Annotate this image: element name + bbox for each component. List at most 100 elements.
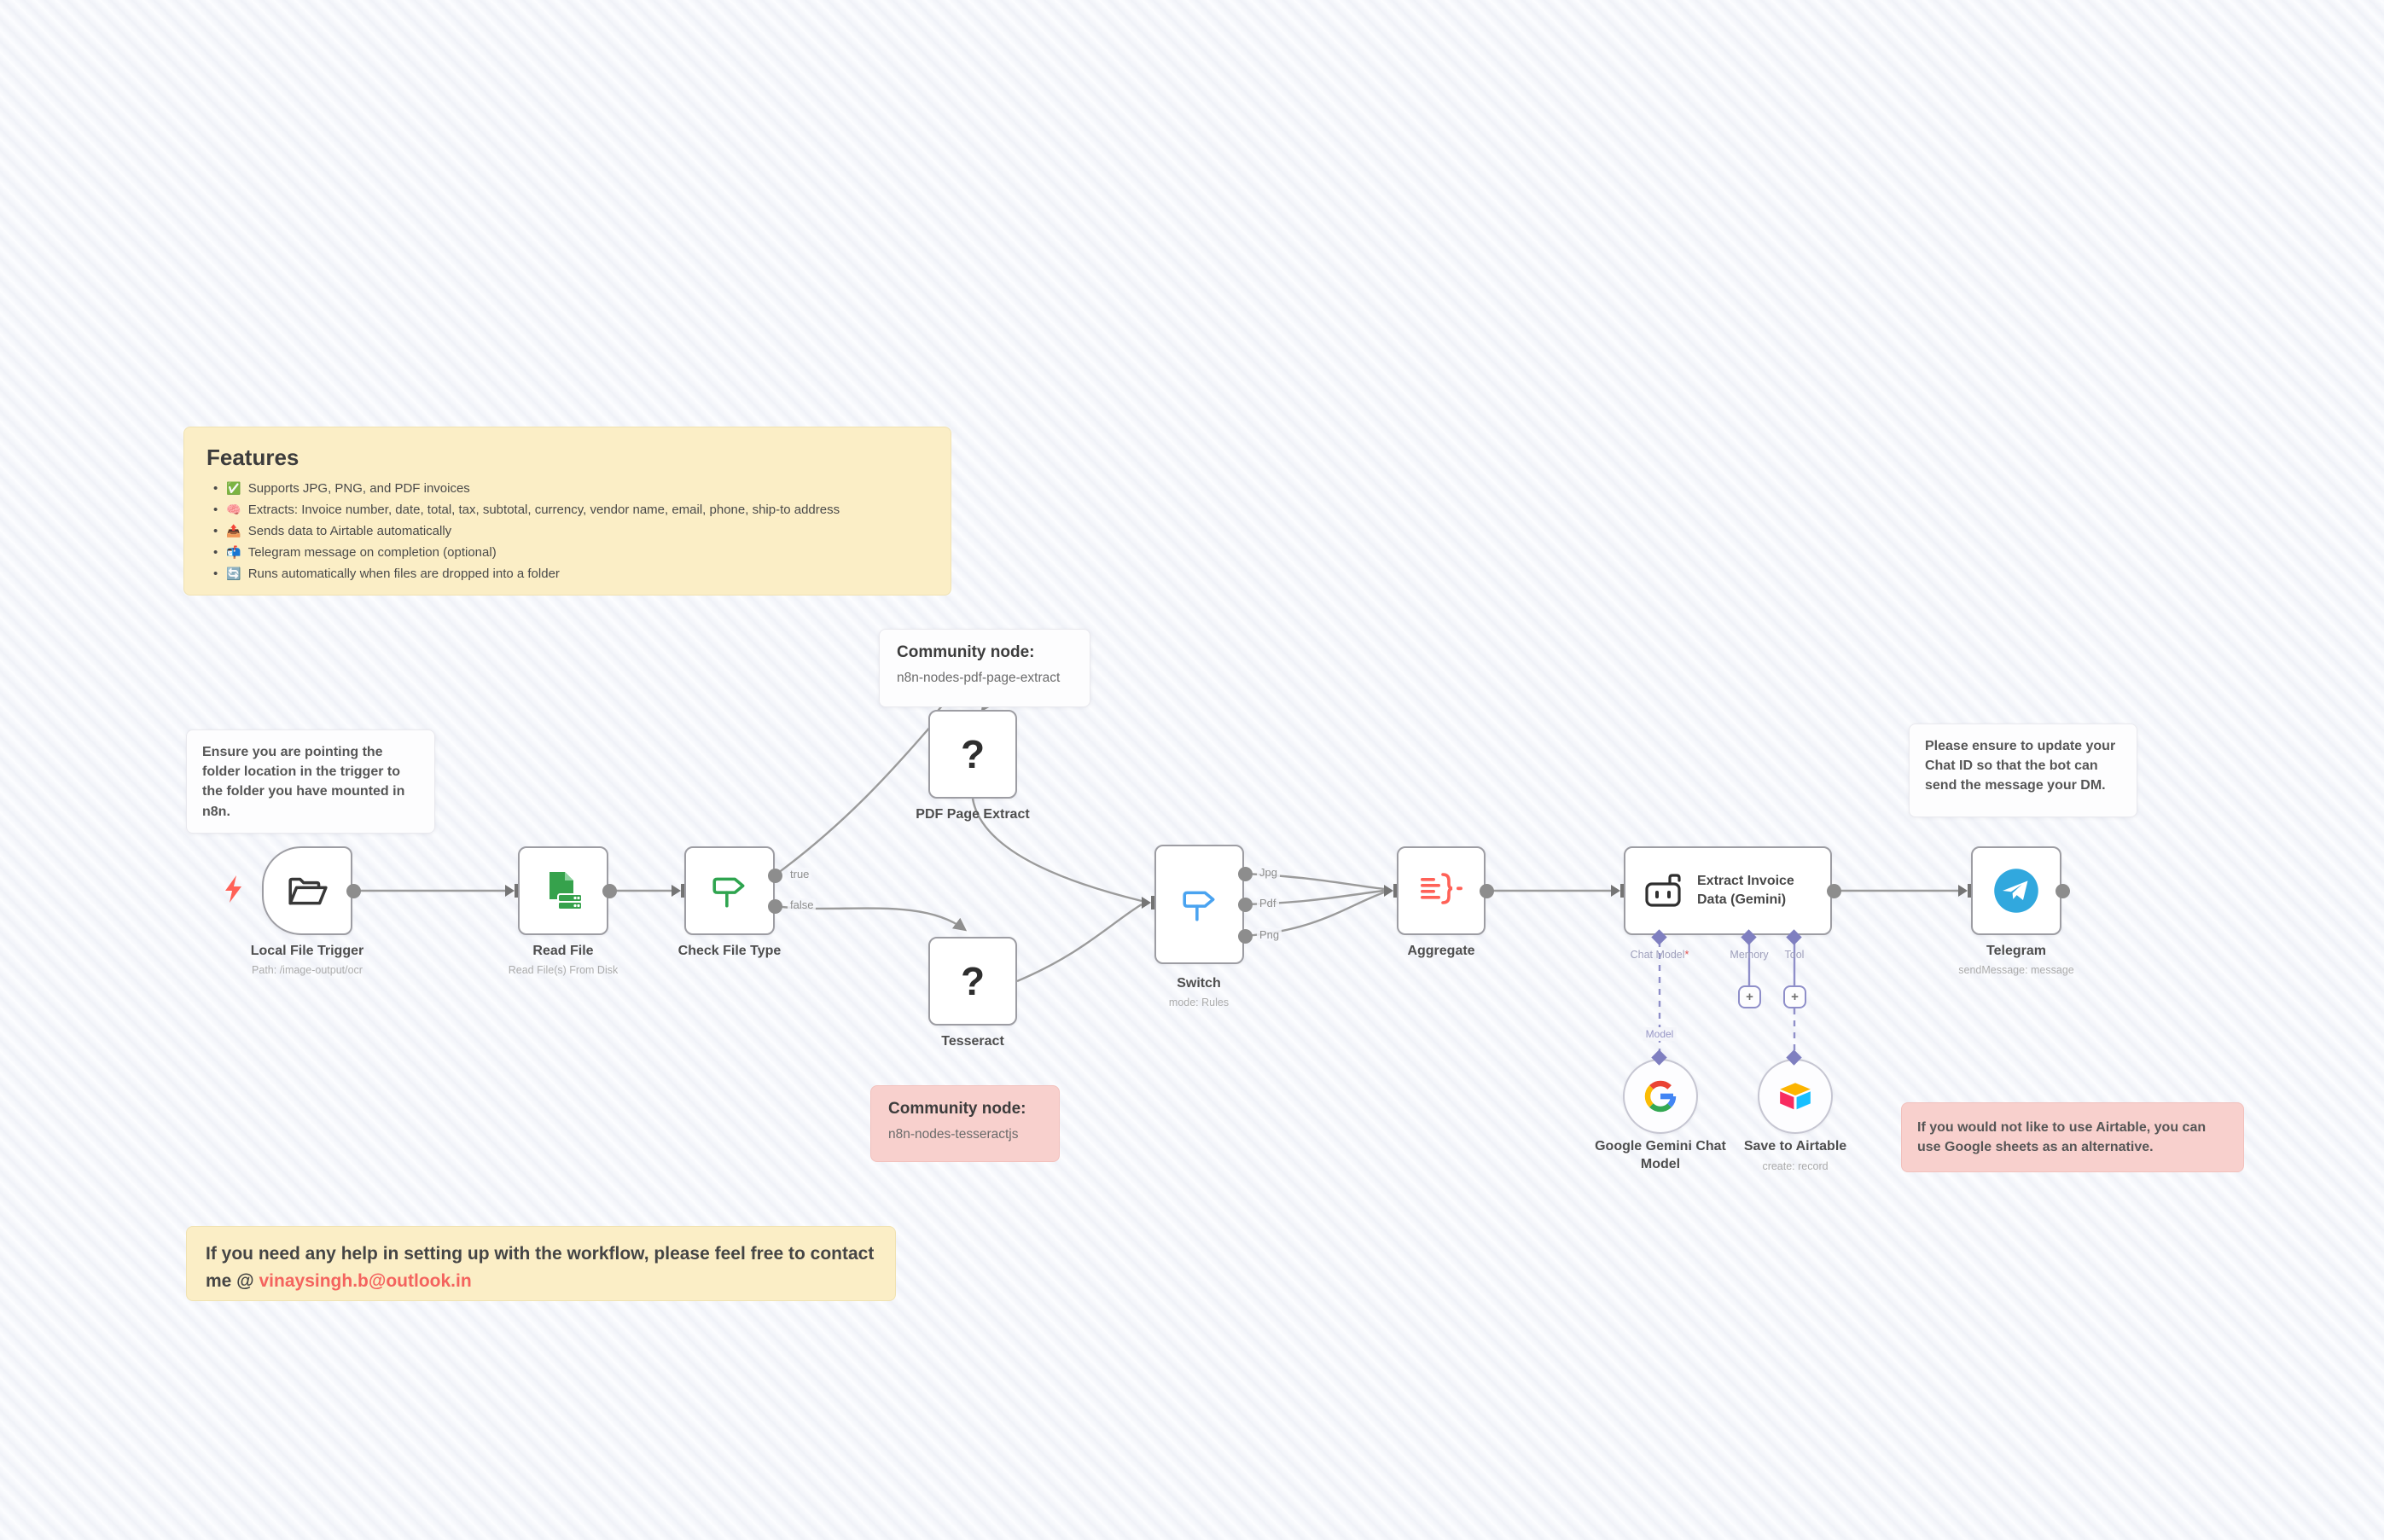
community-pdf-package: n8n-nodes-pdf-page-extract bbox=[897, 671, 1061, 685]
check-mark-icon: ✅ bbox=[226, 481, 241, 495]
feature-item: ✅ Supports JPG, PNG, and PDF invoices bbox=[213, 481, 928, 496]
node-tesseract[interactable]: ? bbox=[928, 937, 1017, 1026]
input-checktype bbox=[672, 884, 684, 898]
community-pdf-title: Community node: bbox=[897, 643, 1035, 661]
tool-port-label: Tool bbox=[1784, 949, 1805, 961]
output-port-switch-png[interactable] bbox=[1238, 929, 1253, 944]
telegram-icon bbox=[1994, 869, 2038, 913]
node-label-pdf-page-extract: PDF Page Extract bbox=[916, 807, 1030, 822]
airtable-alternative-note[interactable]: If you would not like to use Airtable, y… bbox=[1901, 1102, 2244, 1172]
output-port-read-file[interactable] bbox=[602, 884, 617, 898]
features-note[interactable]: Features ✅ Supports JPG, PNG, and PDF inv… bbox=[183, 427, 951, 596]
file-disk-icon bbox=[549, 872, 583, 910]
node-label-read-file: Read File bbox=[532, 944, 594, 958]
model-wire-label: Model bbox=[1643, 1027, 1677, 1041]
question-mark-icon: ? bbox=[960, 959, 986, 1003]
input-switch bbox=[1142, 896, 1154, 909]
community-pdf-note[interactable]: Community node: n8n-nodes-pdf-page-extra… bbox=[879, 629, 1090, 707]
node-aggregate[interactable] bbox=[1397, 846, 1486, 935]
google-g-icon bbox=[1644, 1080, 1677, 1113]
node-sublabel-local-file-trigger: Path: /image-output/ocr bbox=[252, 964, 363, 976]
input-aggregate bbox=[1384, 884, 1397, 898]
airtable-icon bbox=[1780, 1083, 1811, 1110]
node-save-to-airtable[interactable] bbox=[1758, 1059, 1833, 1134]
features-list: ✅ Supports JPG, PNG, and PDF invoices 🧠 Ex… bbox=[206, 481, 928, 581]
folder-hint-note[interactable]: Ensure you are pointing the folder locat… bbox=[186, 729, 435, 834]
node-label-switch: Switch bbox=[1177, 976, 1221, 991]
output-port-switch-jpg[interactable] bbox=[1238, 867, 1253, 881]
chat-id-hint-note[interactable]: Please ensure to update your Chat ID so … bbox=[1909, 724, 2137, 817]
mailbox-icon: 📬 bbox=[226, 545, 241, 559]
feature-text: Extracts: Invoice number, date, total, t… bbox=[247, 503, 840, 517]
node-label-check-file-type: Check File Type bbox=[677, 944, 782, 958]
signpost-icon bbox=[1182, 891, 1214, 921]
outbox-icon: 📤 bbox=[226, 524, 241, 538]
node-local-file-trigger[interactable] bbox=[262, 846, 352, 935]
feature-item: 📤 Sends data to Airtable automatically bbox=[213, 524, 928, 538]
plus-icon: + bbox=[1791, 990, 1799, 1004]
node-extract-invoice-gemini[interactable]: Extract Invoice Data (Gemini) bbox=[1624, 846, 1832, 935]
node-check-file-type[interactable] bbox=[684, 846, 775, 935]
output-port-telegram[interactable] bbox=[2055, 884, 2070, 898]
feature-text: Runs automatically when files are droppe… bbox=[247, 567, 560, 581]
input-telegram bbox=[1958, 884, 1971, 898]
plus-icon: + bbox=[1746, 990, 1753, 1004]
node-label-local-file-trigger: Local File Trigger bbox=[250, 944, 364, 958]
output-label-png: Png bbox=[1257, 928, 1282, 941]
node-label-extract-invoice: Extract Invoice Data (Gemini) bbox=[1697, 874, 1794, 907]
output-port-checktype-true[interactable] bbox=[768, 869, 782, 883]
node-google-gemini-chat-model[interactable] bbox=[1623, 1059, 1698, 1134]
contact-text: If you need any help in setting up with … bbox=[206, 1244, 875, 1291]
node-sublabel-telegram: sendMessage: message bbox=[1958, 964, 2074, 976]
node-label-airtable: Save to Airtable bbox=[1743, 1139, 1847, 1154]
chat-model-port-label: Chat Model* bbox=[1630, 949, 1689, 961]
node-read-file[interactable] bbox=[518, 846, 608, 935]
feature-text: Telegram message on completion (optional… bbox=[247, 545, 497, 560]
node-label-tesseract: Tesseract bbox=[941, 1034, 1004, 1049]
output-label-jpg: Jpg bbox=[1257, 866, 1280, 879]
signpost-icon bbox=[712, 877, 745, 908]
output-port-aggregate[interactable] bbox=[1480, 884, 1494, 898]
node-switch[interactable] bbox=[1154, 845, 1244, 964]
contact-note[interactable]: If you need any help in setting up with … bbox=[186, 1226, 896, 1301]
required-asterisk: * bbox=[1684, 949, 1689, 961]
feature-text: Supports JPG, PNG, and PDF invoices bbox=[247, 481, 470, 496]
feature-item: 🧠 Extracts: Invoice number, date, total, … bbox=[213, 503, 928, 517]
output-port-local-file-trigger[interactable] bbox=[346, 884, 361, 898]
wire-tesseract-to-switch bbox=[1016, 903, 1143, 983]
output-port-switch-pdf[interactable] bbox=[1238, 898, 1253, 912]
input-extract bbox=[1611, 884, 1624, 898]
add-tool-button[interactable]: + bbox=[1783, 985, 1806, 1008]
feature-text: Sends data to Airtable automatically bbox=[247, 524, 452, 538]
loop-icon: 🔄 bbox=[226, 567, 241, 580]
node-telegram[interactable] bbox=[1971, 846, 2061, 935]
node-label-aggregate: Aggregate bbox=[1407, 944, 1475, 958]
add-memory-button[interactable]: + bbox=[1738, 985, 1761, 1008]
airtable-alternative-text: If you would not like to use Airtable, y… bbox=[1917, 1119, 2207, 1154]
contact-email-link[interactable]: vinaysingh.b@outlook.in bbox=[259, 1270, 472, 1291]
aggregate-icon bbox=[1421, 873, 1462, 904]
output-label-pdf: Pdf bbox=[1257, 897, 1279, 909]
node-sublabel-read-file: Read File(s) From Disk bbox=[508, 964, 619, 976]
features-title: Features bbox=[206, 445, 299, 470]
node-sublabel-switch: mode: Rules bbox=[1168, 997, 1230, 1008]
community-tesseract-title: Community node: bbox=[888, 1100, 1026, 1118]
feature-item: 📬 Telegram message on completion (optiona… bbox=[213, 545, 928, 560]
question-mark-icon: ? bbox=[960, 732, 986, 776]
output-label-false: false bbox=[788, 898, 817, 911]
output-port-checktype-false[interactable] bbox=[768, 899, 782, 914]
node-sublabel-airtable: create: record bbox=[1762, 1160, 1829, 1172]
brain-icon: 🧠 bbox=[226, 503, 241, 516]
folder-hint-text: Ensure you are pointing the folder locat… bbox=[202, 745, 405, 819]
trigger-bolt-icon bbox=[225, 875, 241, 903]
feature-item: 🔄 Runs automatically when files are dropp… bbox=[213, 567, 928, 581]
node-label-telegram: Telegram bbox=[1986, 944, 2046, 958]
memory-port-label: Memory bbox=[1730, 949, 1769, 961]
input-readfile bbox=[505, 884, 518, 898]
chat-id-hint-text: Please ensure to update your Chat ID so … bbox=[1925, 739, 2116, 793]
robot-icon bbox=[1645, 874, 1681, 907]
output-port-extract[interactable] bbox=[1827, 884, 1841, 898]
community-tesseract-note[interactable]: Community node: n8n-nodes-tesseractjs bbox=[870, 1085, 1060, 1162]
node-pdf-page-extract[interactable]: ? bbox=[928, 710, 1017, 799]
